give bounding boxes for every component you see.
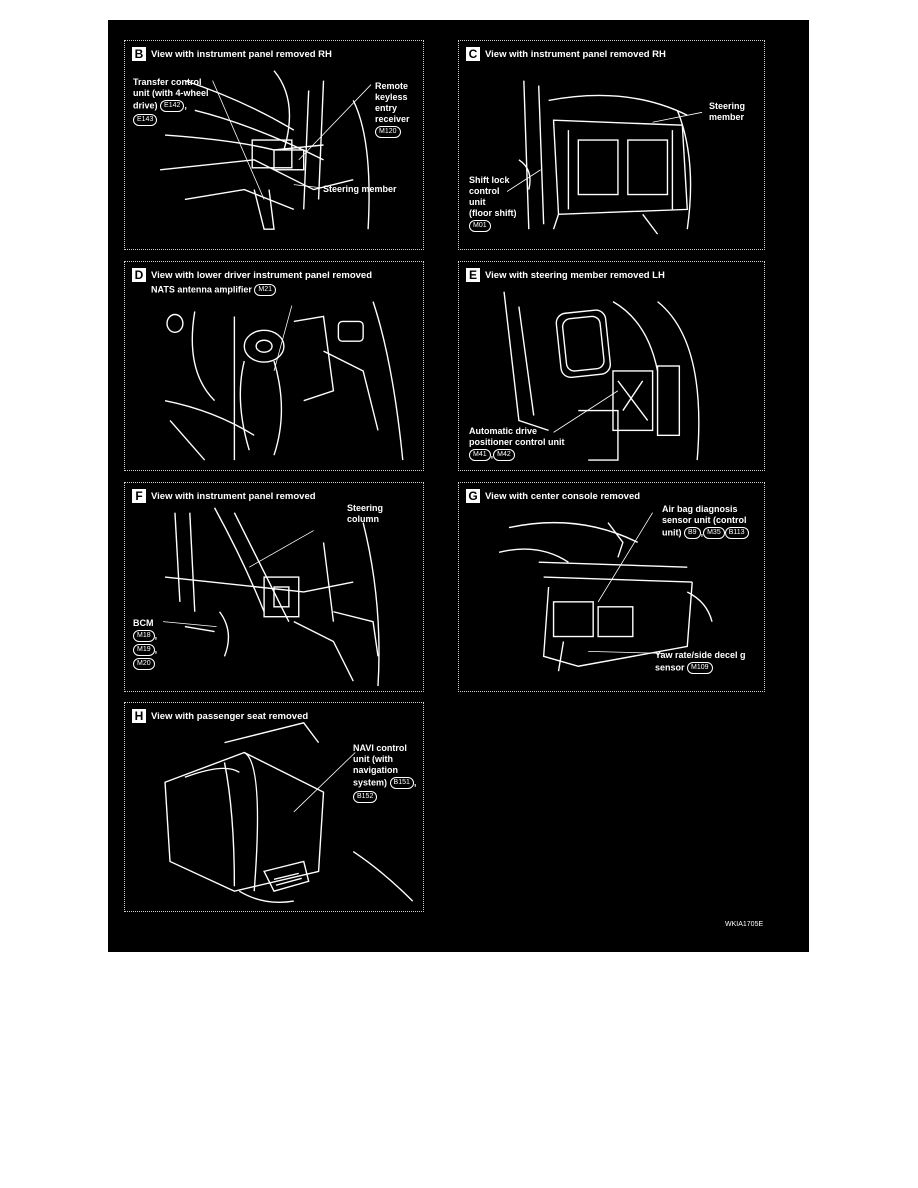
label-navi-control-unit: NAVI control unit (with navigation syste… [353, 743, 416, 804]
panel-b-header: B View with instrument panel removed RH [132, 47, 332, 61]
panel-h: H View with passenger seat removed NAVI … [124, 702, 424, 912]
panel-d-header: D View with lower driver instrument pane… [132, 268, 372, 282]
panel-f-illustration [163, 507, 380, 687]
panel-c: C View with instrument panel removed RH … [458, 40, 765, 250]
panel-b-illustration [160, 70, 372, 230]
label-remote-keyless-entry-receiver: Remote keyless entry receiver M120 [375, 81, 410, 139]
label-bcm: BCM M18, M19, M20 [133, 618, 157, 671]
label-steering-member-c: Steering member [709, 101, 746, 122]
label-steering-member-b: Steering member [323, 184, 397, 194]
label-yaw-rate-sensor: Yaw rate/side decel g sensor M109 [655, 650, 746, 674]
panel-f-letter: F [132, 489, 146, 503]
connector-m42: M42 [493, 449, 515, 461]
connector-b152: B152 [353, 791, 378, 803]
label-air-bag-diagnosis-sensor: Air bag diagnosis sensor unit (control u… [662, 504, 749, 540]
panel-g-illustration [498, 512, 713, 672]
connector-m19: M19 [133, 644, 155, 656]
panel-h-title: View with passenger seat removed [151, 710, 309, 722]
panel-b: B View with instrument panel removed RH … [124, 40, 424, 250]
connector-b9: B9 [684, 527, 701, 539]
panel-c-header: C View with instrument panel removed RH [466, 47, 666, 61]
panel-f-header: F View with instrument panel removed [132, 489, 316, 503]
diagram-sheet: B View with instrument panel removed RH … [108, 20, 809, 952]
panel-c-title: View with instrument panel removed RH [485, 48, 666, 60]
panel-d: D View with lower driver instrument pane… [124, 261, 424, 471]
label-nats-antenna-amplifier: NATS antenna amplifier M21 [151, 283, 276, 297]
panel-b-letter: B [132, 47, 146, 61]
label-shift-lock-control-unit: Shift lock control unit (floor shift) M0… [469, 175, 517, 233]
panel-g: G View with center console removed Air b… [458, 482, 765, 692]
connector-m18: M18 [133, 630, 155, 642]
figure-code: WKIA1705E [725, 921, 764, 928]
panel-d-illustration [164, 301, 404, 461]
panel-e-header: E View with steering member removed LH [466, 268, 665, 282]
connector-m109: M109 [687, 662, 713, 674]
panel-g-title: View with center console removed [485, 490, 641, 502]
connector-m20: M20 [133, 658, 155, 670]
panel-d-letter: D [132, 268, 146, 282]
panel-c-illustration [506, 80, 703, 235]
panel-g-letter: G [466, 489, 480, 503]
panel-h-illustration [164, 722, 414, 904]
panel-g-header: G View with center console removed [466, 489, 640, 503]
connector-m41: M41 [469, 449, 491, 461]
panel-f: F View with instrument panel removed Ste… [124, 482, 424, 692]
connector-b151: B151 [389, 777, 414, 789]
connector-e143: E143 [133, 114, 158, 126]
panel-b-title: View with instrument panel removed RH [151, 48, 332, 60]
connector-m120: M120 [375, 126, 401, 138]
connector-e142: E142 [160, 100, 185, 112]
connector-m21: M21 [254, 284, 276, 296]
connector-m35: M35 [703, 527, 725, 539]
panel-e-letter: E [466, 268, 480, 282]
label-steering-column: Steering column [347, 503, 384, 524]
label-transfer-control-unit: Transfer control unit (with 4-wheel driv… [133, 77, 209, 127]
panel-d-title: View with lower driver instrument panel … [151, 269, 373, 281]
panel-h-header: H View with passenger seat removed [132, 709, 308, 723]
panel-e-illustration [503, 291, 700, 461]
connector-m01: M01 [469, 220, 491, 232]
panel-c-letter: C [466, 47, 480, 61]
panel-e: E View with steering member removed LH A… [458, 261, 765, 471]
panel-e-title: View with steering member removed LH [485, 269, 665, 281]
panel-h-letter: H [132, 709, 146, 723]
panel-f-title: View with instrument panel removed [151, 490, 316, 502]
connector-b113: B113 [724, 527, 749, 539]
label-automatic-drive-positioner: Automatic drive positioner control unit … [469, 426, 565, 461]
